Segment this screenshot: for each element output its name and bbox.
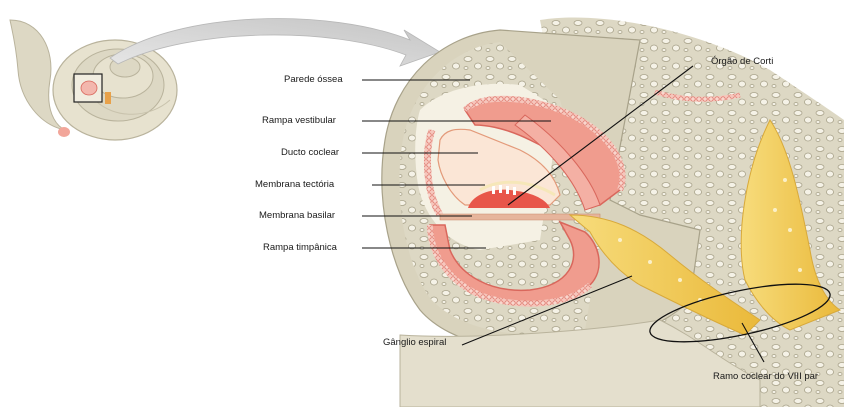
tectorial-membrane (479, 180, 556, 197)
zoom-arrow (109, 18, 441, 67)
nerve-ring (649, 283, 831, 343)
label-orgao-de-corti: Órgão de Corti (711, 56, 774, 67)
label-rampa-timpanica: Rampa timpânica (263, 242, 337, 253)
label-ganglio-espiral: Gânglio espiral (383, 337, 447, 348)
organ-of-corti (468, 180, 556, 208)
leader-ramo-coclear (741, 322, 765, 363)
cross-section (381, 17, 844, 407)
label-ducto-coclear: Ducto coclear (281, 147, 340, 158)
label-membrana-basilar: Membrana basilar (259, 210, 336, 221)
label-membrana-tectoria: Membrana tectória (255, 179, 335, 190)
leader-orgao-de-corti (507, 65, 694, 206)
spiral-ganglion (568, 214, 761, 336)
label-ramo-coclear: Ramo coclear do VIII par (713, 371, 819, 382)
label-parede-ossea: Parede óssea (284, 74, 343, 85)
cochlear-nerve-bundle (740, 119, 842, 331)
leader-ganglio-espiral (461, 275, 633, 346)
label-rampa-vestibular: Rampa vestibular (262, 115, 336, 126)
